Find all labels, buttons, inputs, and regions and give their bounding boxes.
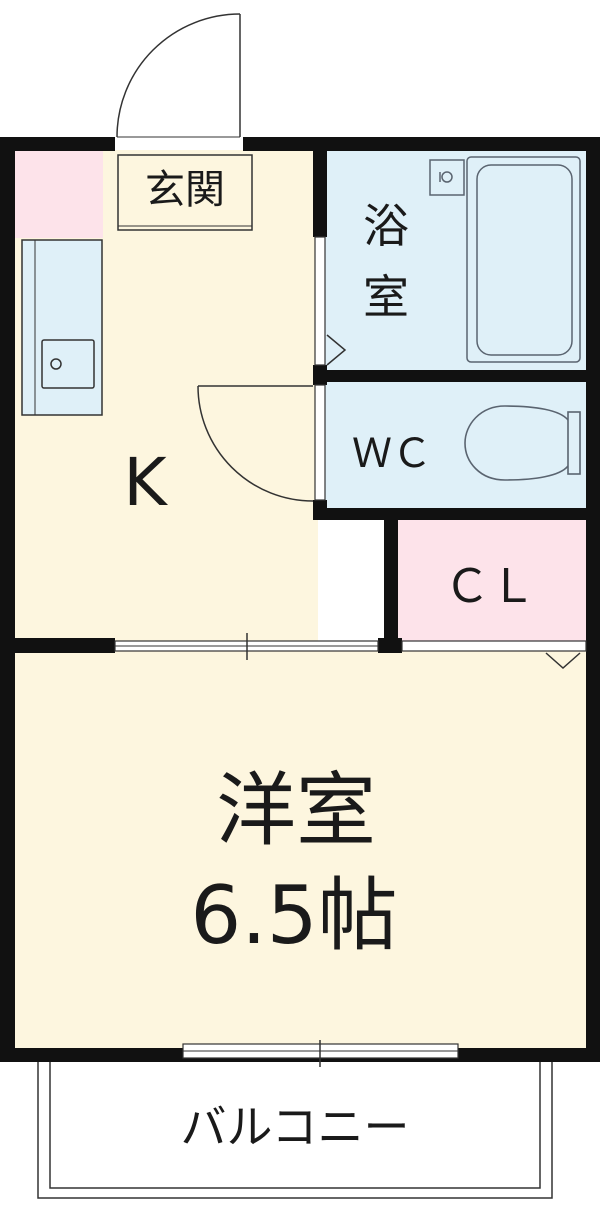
western-room-floor	[15, 648, 586, 1048]
genkan-box	[117, 154, 253, 231]
shoe-cabinet	[15, 150, 103, 238]
wc-partition	[314, 384, 326, 501]
genkan-label: 玄関	[145, 167, 225, 213]
western-room-label: 洋室	[216, 764, 376, 857]
sink-icon	[41, 339, 95, 389]
balcony-railing	[37, 1062, 553, 1199]
sliding-door-kitchen	[114, 633, 379, 660]
balcony-label: バルコニー	[180, 1100, 409, 1154]
kitchen-label: K	[123, 444, 168, 521]
bathroom-floor	[324, 150, 586, 372]
entrance-door-icon	[116, 13, 241, 138]
closet-floor	[398, 518, 586, 642]
bath-partition	[314, 236, 347, 366]
western-room-size: 6.5帖	[190, 869, 397, 962]
bathtub-icon	[466, 156, 581, 363]
bathroom-label-line2: 室	[363, 270, 409, 324]
toilet-icon	[464, 405, 581, 481]
wc-floor	[324, 380, 586, 510]
wc-door-swing-icon	[197, 385, 314, 502]
balcony-window	[182, 1040, 459, 1067]
bathroom-label-line1: 浴	[363, 199, 409, 253]
kitchen-counter	[21, 239, 103, 416]
walls	[0, 137, 600, 1062]
wc-label: ＷＣ	[352, 431, 432, 477]
closet-label: ＣＬ	[444, 559, 536, 613]
washbasin-icon	[429, 159, 465, 196]
closet-door	[401, 640, 587, 670]
